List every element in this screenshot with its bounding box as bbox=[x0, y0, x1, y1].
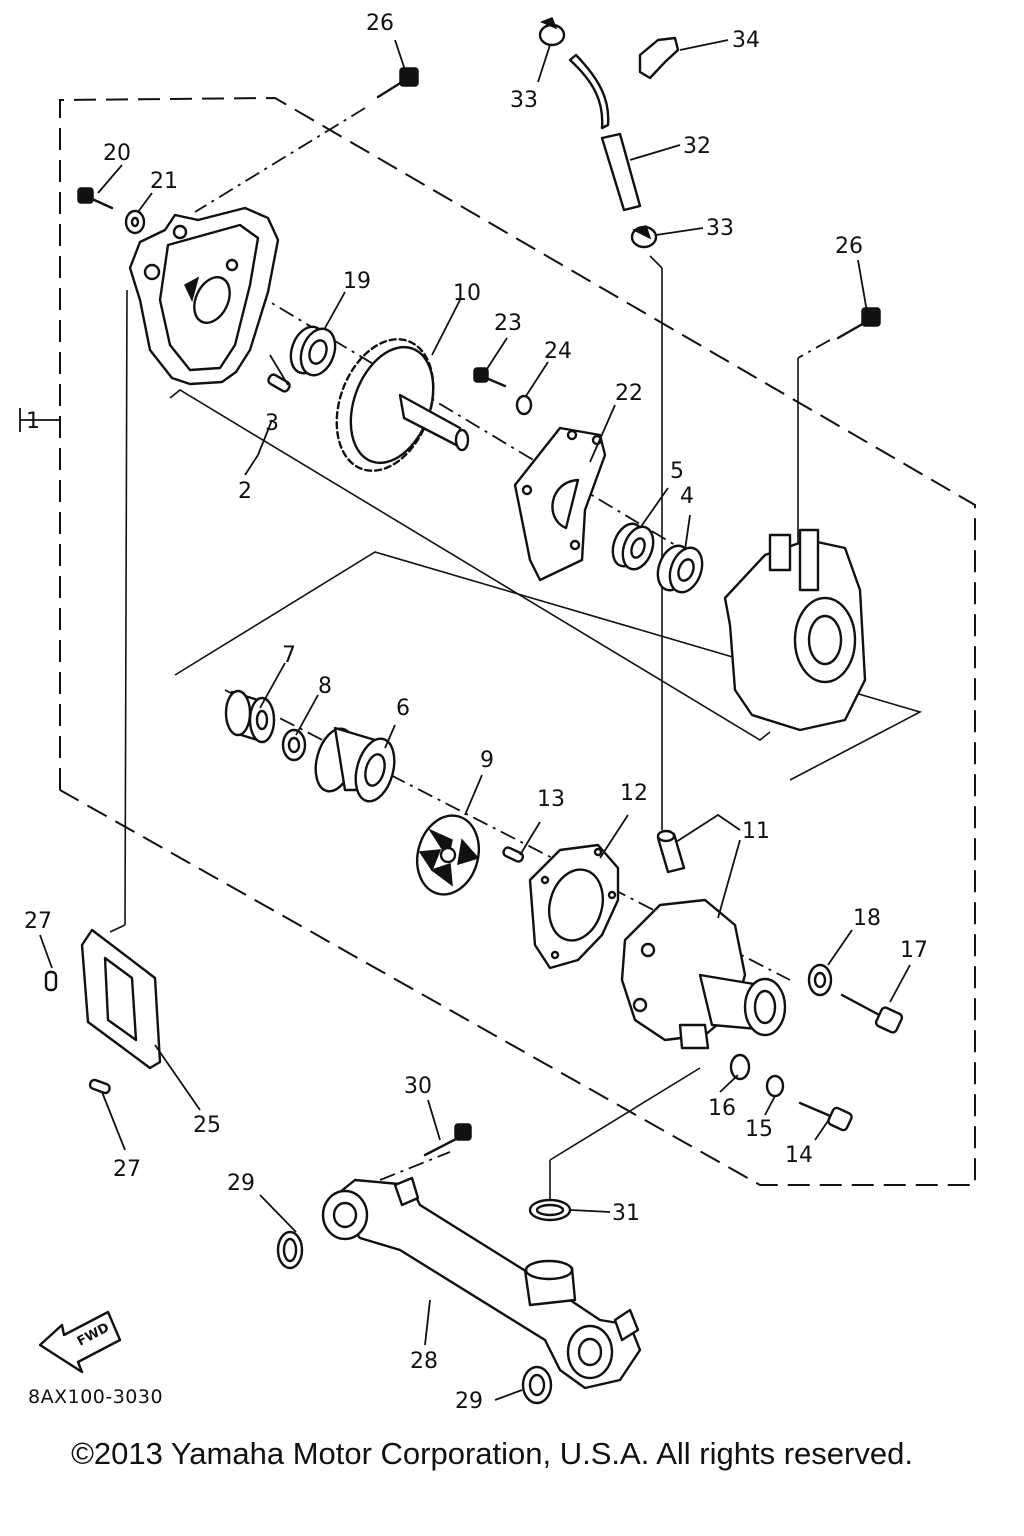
callout-labels: 1 2 3 4 5 6 7 8 9 10 11 12 13 14 15 16 1… bbox=[24, 11, 928, 1414]
part-bolt-30 bbox=[423, 1123, 472, 1157]
part-clip-34 bbox=[638, 36, 680, 80]
callout-21: 21 bbox=[150, 169, 178, 194]
part-bolt-26-right bbox=[836, 307, 881, 340]
callout-23: 23 bbox=[494, 311, 522, 336]
assembly-group-outline bbox=[19, 96, 976, 1186]
part-hose-clamp-33-lower bbox=[630, 225, 658, 249]
callout-27-lower: 27 bbox=[113, 1157, 141, 1182]
callout-27-top: 27 bbox=[24, 909, 52, 934]
part-gasket-25 bbox=[80, 928, 162, 1070]
callout-10: 10 bbox=[453, 281, 481, 306]
callout-22: 22 bbox=[615, 381, 643, 406]
part-dowel-13 bbox=[502, 846, 525, 863]
part-washer-15 bbox=[765, 1074, 785, 1098]
part-dowel-27-top bbox=[44, 970, 58, 992]
callout-leaders bbox=[39, 39, 911, 1401]
part-bolt-26-top bbox=[376, 67, 419, 99]
part-bearing-19 bbox=[289, 325, 337, 377]
part-bolt-17 bbox=[840, 993, 904, 1034]
part-impeller-9 bbox=[416, 814, 480, 896]
part-bolt-23 bbox=[473, 367, 507, 388]
part-o-ring-29-left bbox=[276, 1230, 304, 1270]
copyright-notice: ©2013 Yamaha Motor Corporation, U.S.A. A… bbox=[71, 1436, 913, 1471]
callout-34: 34 bbox=[732, 28, 760, 53]
part-plate-22 bbox=[513, 426, 607, 582]
part-washer-16 bbox=[729, 1053, 751, 1081]
part-dowel-27-lower bbox=[88, 1078, 111, 1095]
part-o-ring-29-bottom bbox=[521, 1365, 553, 1405]
callout-5: 5 bbox=[670, 459, 684, 484]
part-pump-cover bbox=[620, 898, 787, 1050]
callout-16: 16 bbox=[708, 1096, 736, 1121]
part-mechanical-seal-6 bbox=[314, 726, 396, 803]
callout-9: 9 bbox=[480, 748, 494, 773]
callout-15: 15 bbox=[745, 1117, 773, 1142]
callout-32: 32 bbox=[683, 134, 711, 159]
callout-33-top: 33 bbox=[510, 88, 538, 113]
callout-14: 14 bbox=[785, 1143, 813, 1168]
part-crankcase-cover bbox=[128, 206, 280, 386]
part-washer-18 bbox=[807, 963, 833, 997]
part-water-hose-32 bbox=[568, 53, 642, 212]
callout-31: 31 bbox=[612, 1201, 640, 1226]
callout-4: 4 bbox=[680, 484, 694, 509]
callout-11: 11 bbox=[742, 819, 770, 844]
callout-26-right: 26 bbox=[835, 234, 863, 259]
part-bolt-20 bbox=[77, 187, 114, 210]
callout-13: 13 bbox=[537, 787, 565, 812]
part-washer-8 bbox=[281, 728, 307, 762]
callout-24: 24 bbox=[544, 339, 572, 364]
callout-12: 12 bbox=[620, 781, 648, 806]
callout-6: 6 bbox=[396, 696, 410, 721]
part-fitting-11 bbox=[656, 829, 686, 874]
callout-29-bottom: 29 bbox=[455, 1389, 483, 1414]
part-water-pipe-28 bbox=[321, 1176, 642, 1390]
callout-18: 18 bbox=[853, 906, 881, 931]
part-impeller-shaft-gear bbox=[335, 338, 470, 472]
part-collar-7 bbox=[224, 689, 276, 744]
part-washer-21 bbox=[124, 209, 146, 235]
part-bearing-4 bbox=[656, 544, 704, 594]
callout-33-lower: 33 bbox=[706, 216, 734, 241]
callout-8: 8 bbox=[318, 674, 332, 699]
callout-29-left: 29 bbox=[227, 1171, 255, 1196]
callout-20: 20 bbox=[103, 141, 131, 166]
callout-30: 30 bbox=[404, 1074, 432, 1099]
part-bolt-14 bbox=[798, 1101, 853, 1132]
callout-19: 19 bbox=[343, 269, 371, 294]
part-oil-seal-5 bbox=[611, 522, 655, 571]
part-hose-clamp-33-top bbox=[538, 17, 566, 47]
callout-26-top: 26 bbox=[366, 11, 394, 36]
callout-3: 3 bbox=[265, 411, 279, 436]
part-o-ring-31 bbox=[528, 1198, 572, 1222]
callout-25: 25 bbox=[193, 1113, 221, 1138]
fwd-arrow-icon: FWD bbox=[38, 1310, 122, 1374]
callout-28: 28 bbox=[410, 1349, 438, 1374]
part-dowel-pin bbox=[267, 373, 291, 393]
callout-17: 17 bbox=[900, 938, 928, 963]
part-gasket-12 bbox=[528, 843, 620, 970]
part-washer-24 bbox=[515, 394, 533, 416]
callout-1: 1 bbox=[26, 409, 40, 434]
part-pump-housing bbox=[723, 528, 867, 732]
diagram-code: 8AX100-3030 bbox=[28, 1386, 164, 1408]
callout-7: 7 bbox=[282, 643, 296, 668]
callout-2: 2 bbox=[238, 479, 252, 504]
